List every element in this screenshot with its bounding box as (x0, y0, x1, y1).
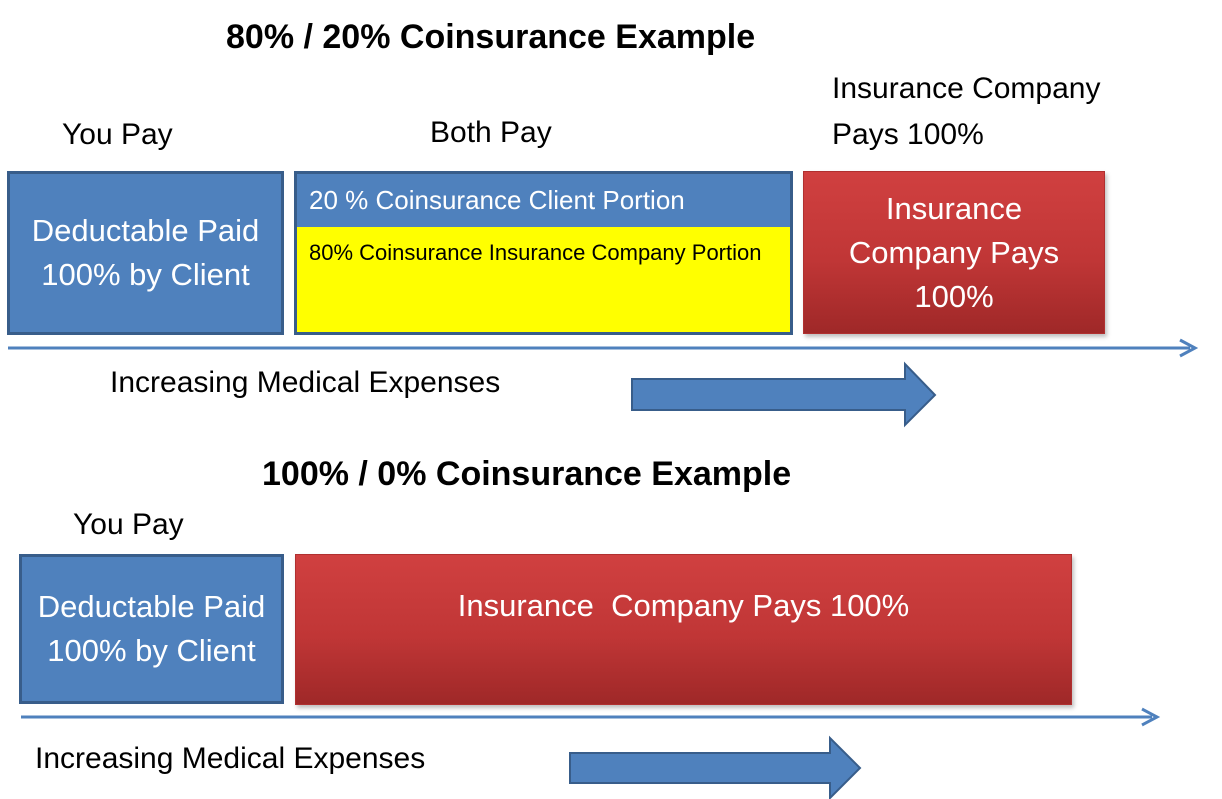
example2-insurer-text: Insurance Company Pays 100% (457, 587, 910, 623)
example1-insurer-box: Insurance Company Pays 100% (803, 171, 1105, 334)
example2-you-pay-label: You Pay (73, 508, 184, 541)
example2-axis-label: Increasing Medical Expenses (35, 742, 426, 775)
example1-coinsurance-box: 20 % Coinsurance Client Portion 80% Coin… (294, 171, 793, 335)
example2-axis-arrow (21, 707, 1161, 727)
example1-deductible-text: Deductable Paid 100% by Client (31, 213, 260, 292)
example1-client-portion: 20 % Coinsurance Client Portion (297, 174, 790, 227)
example2-insurer-box: Insurance Company Pays 100% (295, 554, 1072, 705)
example2-deductible-text: Deductable Paid 100% by Client (37, 589, 266, 668)
example1-axis-label: Increasing Medical Expenses (110, 366, 501, 399)
example2-deductible-box: Deductable Paid 100% by Client (19, 554, 284, 704)
example1-you-pay-label: You Pay (62, 118, 173, 151)
example2-block-arrow (569, 735, 862, 799)
example1-title: 80% / 20% Coinsurance Example (226, 18, 756, 56)
example2-title: 100% / 0% Coinsurance Example (262, 455, 792, 493)
example1-insurer-portion: 80% Coinsurance Insurance Company Portio… (309, 240, 762, 265)
example1-insurer-text: Insurance Company Pays 100% (848, 190, 1060, 314)
example1-both-pay-label: Both Pay (430, 116, 552, 149)
example1-deductible-box: Deductable Paid 100% by Client (7, 171, 284, 335)
example1-block-arrow (631, 361, 937, 428)
example1-insurer-pays-label: Insurance Company Pays 100% (832, 72, 1101, 151)
example1-axis-arrow (8, 338, 1199, 358)
